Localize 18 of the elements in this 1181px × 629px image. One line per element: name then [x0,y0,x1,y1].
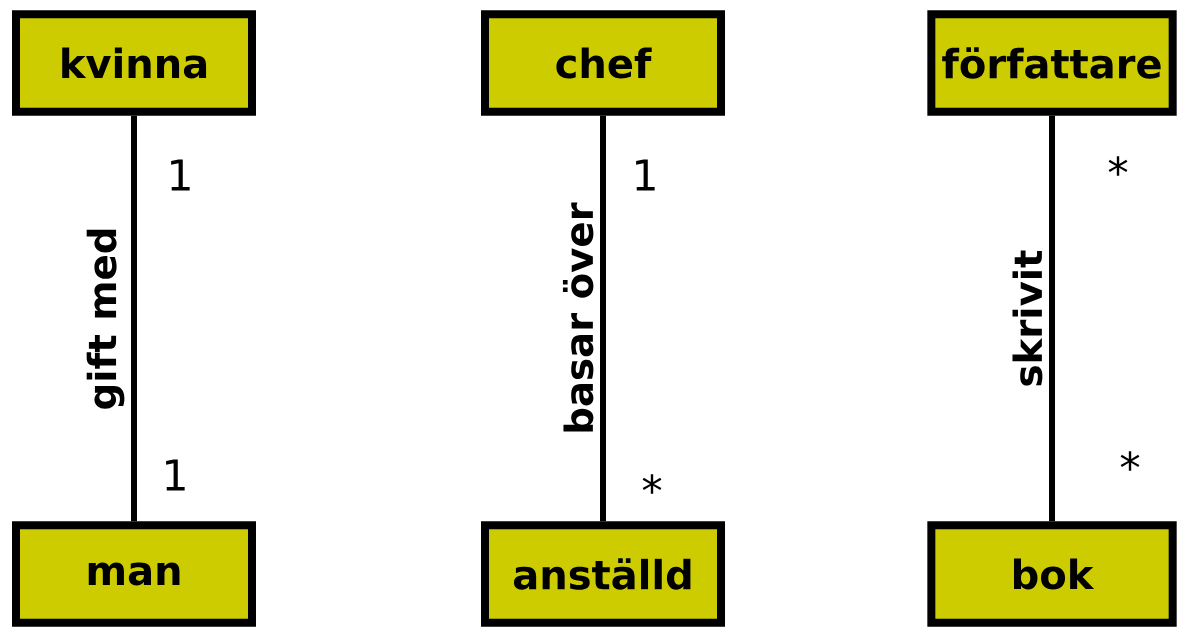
multiplicity-label: * [1120,451,1140,471]
entity-box: författare [927,10,1177,116]
entity-box: chef [481,10,725,116]
edge-label: gift med [84,223,128,414]
multiplicity-label: * [642,474,662,494]
association-line [131,115,137,522]
multiplicity-label: 1 [166,459,185,491]
entity-box: kvinna [12,10,256,116]
entity-box: anställd [481,521,725,627]
entity-box: bok [927,521,1177,627]
multiplicity-label: 1 [171,159,190,191]
entity-box: man [12,521,256,627]
multiplicity-label: 1 [636,159,655,191]
association-line [1049,115,1055,522]
multiplicity-label: * [1108,156,1128,176]
edge-label: basar över [560,199,597,438]
association-line [600,115,606,522]
edge-label: skrivit [1009,246,1046,391]
